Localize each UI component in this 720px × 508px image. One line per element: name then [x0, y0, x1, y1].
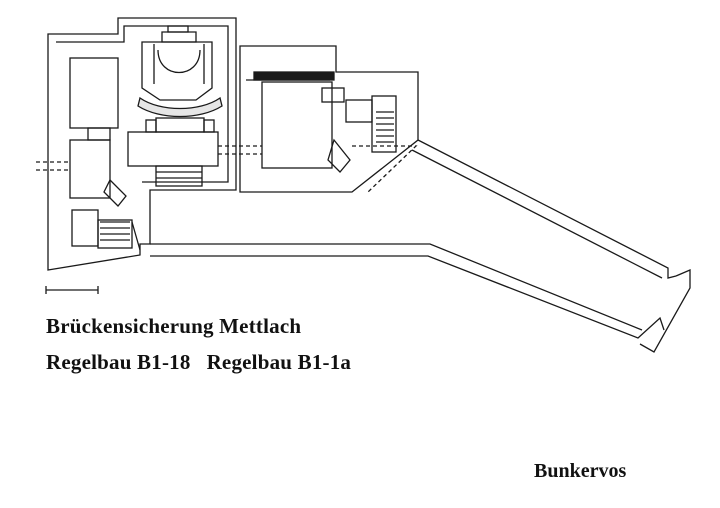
lower-tunnel	[150, 243, 691, 353]
right-bunker-hatching	[352, 145, 418, 193]
left-bunker-chambers	[69, 57, 219, 251]
upper-tunnel	[411, 139, 677, 279]
plan-title: Brückensicherung Mettlach	[46, 314, 302, 338]
subtitle-left-label: Regelbau B1-18	[46, 350, 191, 374]
left-bunker-turret	[137, 25, 223, 133]
scale-bar	[45, 286, 99, 294]
subtitle-right-label: Regelbau B1-1a	[206, 350, 352, 374]
plan-subtitle: Regelbau B1-18 Regelbau B1-1a	[46, 350, 351, 375]
right-bunker-chambers	[253, 71, 397, 173]
credit-label: Bunkervos	[534, 460, 627, 482]
